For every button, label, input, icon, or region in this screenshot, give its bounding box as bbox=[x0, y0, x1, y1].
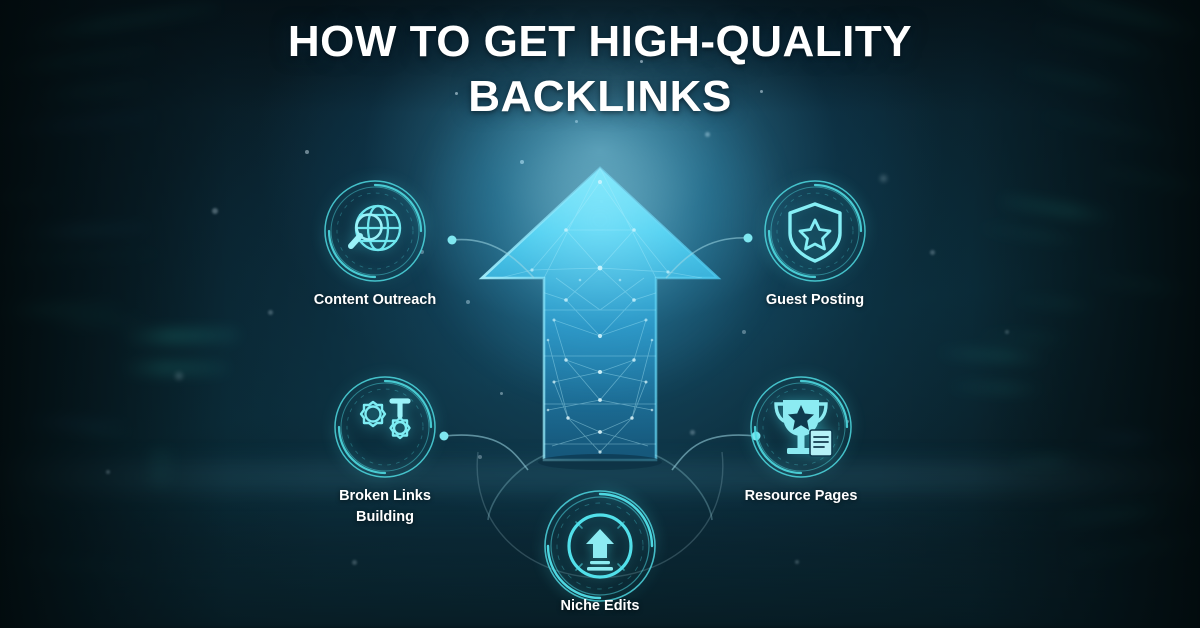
node-resource-pages[interactable]: Resource Pages bbox=[745, 374, 857, 504]
node-niche-edits[interactable]: Niche Edits bbox=[542, 488, 658, 614]
central-arrow bbox=[415, 100, 785, 480]
broken-links-label: Broken Links Building bbox=[339, 486, 431, 528]
central-arrow-glow bbox=[415, 100, 785, 400]
guest-posting-label: Guest Posting bbox=[765, 292, 865, 308]
globe-magnifier-icon bbox=[348, 204, 402, 252]
guest-posting-ring bbox=[762, 178, 868, 284]
resource-pages-label: Resource Pages bbox=[744, 488, 858, 504]
content-outreach-label: Content Outreach bbox=[313, 292, 437, 308]
node-content-outreach[interactable]: Content Outreach bbox=[314, 178, 436, 308]
niche-edits-label: Niche Edits bbox=[560, 598, 640, 614]
resource-pages-ring bbox=[748, 374, 854, 480]
gears-wrench-icon bbox=[359, 398, 411, 440]
content-outreach-ring bbox=[322, 178, 428, 284]
niche-edits-ring bbox=[542, 488, 658, 604]
broken-links-ring bbox=[332, 374, 438, 480]
upload-arrow-circle-icon bbox=[586, 529, 614, 571]
shield-star-icon bbox=[788, 202, 842, 263]
page-title-line-2: BACKLINKS bbox=[468, 72, 732, 122]
broken-links-label-line-2: Building bbox=[355, 509, 414, 526]
trophy-document-icon bbox=[774, 400, 833, 457]
node-broken-links-building[interactable]: Broken Links Building bbox=[332, 374, 438, 525]
node-guest-posting[interactable]: Guest Posting bbox=[762, 178, 868, 308]
broken-links-label-line-1: Broken Links bbox=[339, 488, 431, 504]
page-title: HOW TO GET HIGH-QUALITY BACKLINKS bbox=[0, 14, 1200, 125]
page-title-line-1: HOW TO GET HIGH-QUALITY bbox=[287, 17, 913, 66]
